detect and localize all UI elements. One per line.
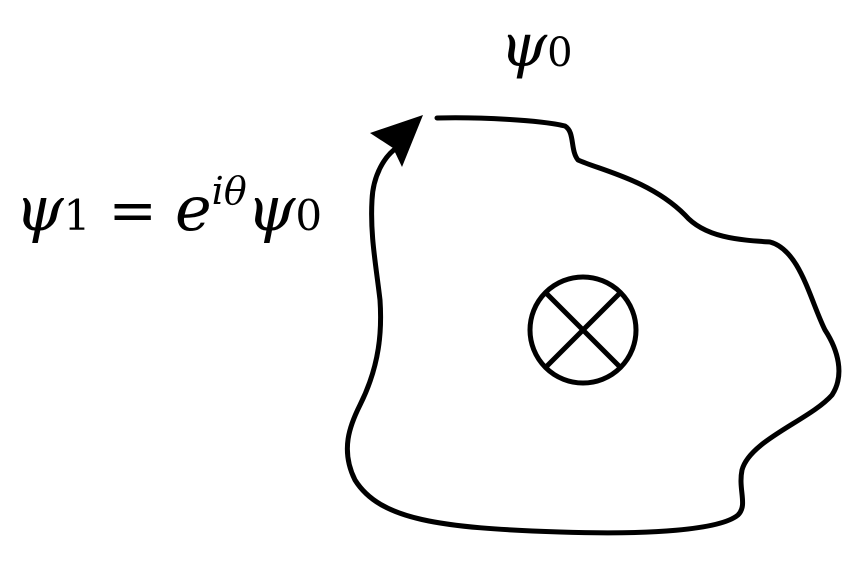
end-psi-2: ψ (247, 172, 297, 245)
arrowhead-icon (370, 115, 423, 167)
circled-x-icon (527, 274, 639, 386)
exp-power: iθ (212, 169, 247, 213)
end-psi: ψ (15, 172, 65, 245)
start-subscript: 0 (547, 30, 572, 76)
loop-path (344, 115, 842, 536)
equals-sign: = (108, 176, 157, 244)
exp-base: e (175, 172, 212, 245)
start-state-label: ψ0 (500, 11, 573, 81)
start-psi: ψ (500, 11, 548, 81)
end-subscript-0: 0 (295, 191, 322, 240)
end-state-label: ψ1=eiθψ0 (15, 169, 322, 245)
end-subscript-1: 1 (64, 191, 91, 240)
